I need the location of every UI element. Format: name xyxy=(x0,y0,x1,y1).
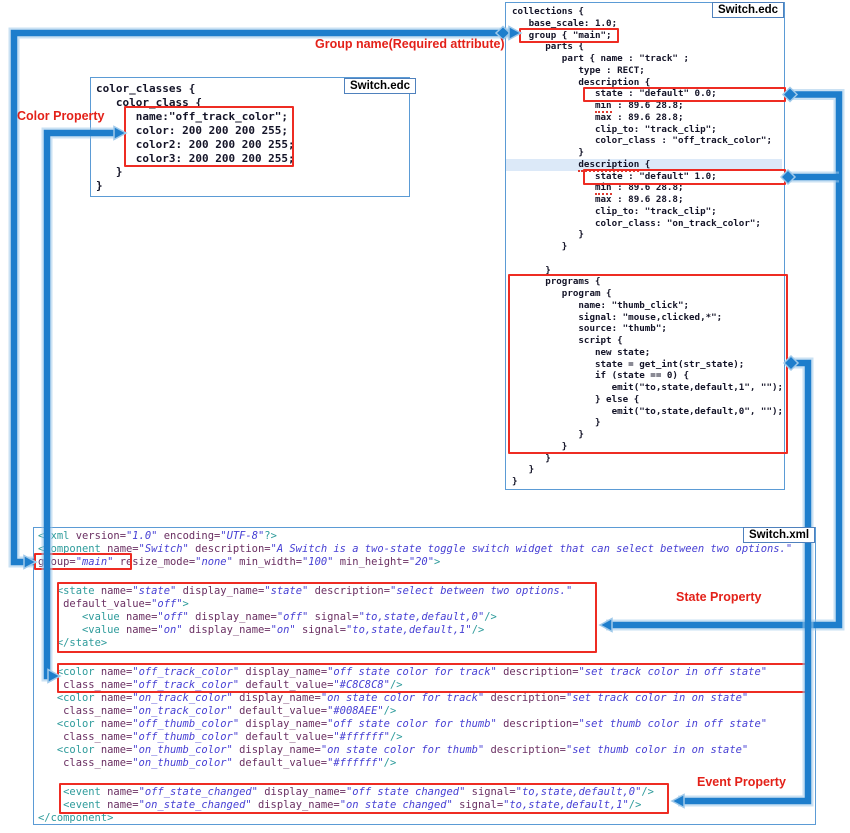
code-line: min : 89.6 28.8; xyxy=(594,182,684,196)
code-line: <component name="Switch" description="A … xyxy=(38,543,793,555)
code-line: state = get_int(str_state); xyxy=(512,358,745,370)
code-line: class_name="off_track_color" default_val… xyxy=(63,679,403,691)
code-line: <color name="on_track_color" display_nam… xyxy=(56,692,749,704)
spellcheck-underline: description xyxy=(578,158,640,172)
code-line: } xyxy=(512,452,551,464)
code-line: state : "default" 0.0; xyxy=(512,88,717,100)
file-badge-switch-edc-left: Switch.edc xyxy=(344,78,417,94)
code-line: source: "thumb"; xyxy=(512,323,667,335)
annotation-color-property: Color Property xyxy=(17,109,105,123)
code-line: collections { xyxy=(512,6,584,17)
code-line: color3: 200 200 200 255; xyxy=(96,151,295,165)
code-line: color: 200 200 200 255; xyxy=(96,123,289,137)
code-line: color_class : "off_track_color"; xyxy=(512,135,772,147)
code-line: } xyxy=(512,417,601,429)
annotation-state-property: State Property xyxy=(676,590,762,604)
code-line xyxy=(38,650,815,666)
code-line: clip_to: "track_clip"; xyxy=(512,205,717,217)
code-line: } xyxy=(512,147,584,158)
code-line: program { xyxy=(512,288,612,299)
code-line: } xyxy=(96,179,103,193)
state-connector-diamond-0 xyxy=(781,86,799,103)
code-line: base_scale: 1.0; xyxy=(512,17,618,29)
code-line: clip_to: "track_clip"; xyxy=(512,123,717,135)
edc-color-classes-code: color_classes { color_class { name:"off_… xyxy=(96,82,409,193)
code-line: } xyxy=(512,429,584,440)
code-line: class_name="off_thumb_color" default_val… xyxy=(63,731,403,743)
code-line: group { "main"; xyxy=(512,29,612,41)
code-line: emit("to,state,default,1", ""); xyxy=(512,382,784,393)
code-line: } xyxy=(512,476,518,487)
code-line: color_class { xyxy=(96,95,202,109)
code-line: <event name="on_state_changed" display_n… xyxy=(63,799,642,811)
annotation-event-property: Event Property xyxy=(697,775,786,789)
code-line: name:"off_track_color"; xyxy=(96,109,289,123)
edc-collections-code: collections { base_scale: 1.0; group { "… xyxy=(512,6,784,488)
code-line: description { xyxy=(578,158,651,172)
code-line: <value name="on" display_name="on" signa… xyxy=(82,624,485,636)
code-line: </state> xyxy=(56,637,108,649)
code-line: max : 89.6 28.8; xyxy=(512,194,684,205)
code-line: signal: "mouse,clicked,*"; xyxy=(512,311,723,323)
spellcheck-underline: min xyxy=(594,100,612,113)
code-line: new state; xyxy=(512,346,651,358)
code-line: } else { xyxy=(512,393,640,405)
code-line: <color name="on_thumb_color" display_nam… xyxy=(56,744,749,756)
code-line: } xyxy=(96,165,123,179)
code-line: } xyxy=(512,264,551,276)
code-line: state : "default" 1.0; xyxy=(512,170,717,182)
code-line: part { name : "track" ; xyxy=(512,53,690,64)
code-line: <color name="off_track_color" display_na… xyxy=(56,666,768,678)
code-line: <event name="off_state_changed" display_… xyxy=(63,786,654,798)
code-line: min : 89.6 28.8; xyxy=(594,100,684,113)
edc-collections-code-box: collections { base_scale: 1.0; group { "… xyxy=(505,2,785,490)
code-line: } xyxy=(512,241,568,252)
code-line: </component> xyxy=(38,812,114,824)
code-line xyxy=(512,253,784,265)
code-line: class_name="on_thumb_color" default_valu… xyxy=(63,757,397,769)
spellcheck-underline: min xyxy=(594,182,612,196)
annotation-group-name: Group name(Required attribute) xyxy=(315,37,505,51)
code-line: if (state == 0) { xyxy=(512,370,690,382)
code-line: script { xyxy=(512,335,623,346)
code-line: <color name="off_thumb_color" display_na… xyxy=(56,718,768,730)
code-line: name: "thumb_click"; xyxy=(512,299,690,311)
code-line: <?xml version="1.0" encoding="UTF-8"?> xyxy=(38,530,277,542)
code-line: color2: 200 200 200 255; xyxy=(96,137,295,151)
code-line: programs { xyxy=(512,276,601,288)
file-badge-switch-xml: Switch.xml xyxy=(743,527,816,543)
code-line: max : 89.6 28.8; xyxy=(512,111,684,123)
code-line: <value name="off" display_name="off" sig… xyxy=(82,611,497,623)
file-badge-switch-edc-top: Switch.edc xyxy=(712,2,785,18)
code-line: description { xyxy=(512,76,651,88)
code-line: type : RECT; xyxy=(512,64,645,76)
code-line: } xyxy=(512,464,535,476)
code-line: class_name="on_track_color" default_valu… xyxy=(63,705,397,717)
code-line xyxy=(38,569,815,585)
code-line: color_class: "on_track_color"; xyxy=(512,217,761,229)
code-line: <state name="state" display_name="state"… xyxy=(56,585,573,597)
code-line: } xyxy=(512,440,568,452)
event-connector-diamond xyxy=(782,354,800,372)
code-line: group="main" resize_mode="none" min_widt… xyxy=(38,556,441,568)
edc-color-classes-code-box: color_classes { color_class { name:"off_… xyxy=(90,77,410,197)
code-line: } xyxy=(512,229,584,241)
code-line: emit("to,state,default,0", ""); xyxy=(512,405,784,417)
code-line: parts { xyxy=(512,41,584,53)
